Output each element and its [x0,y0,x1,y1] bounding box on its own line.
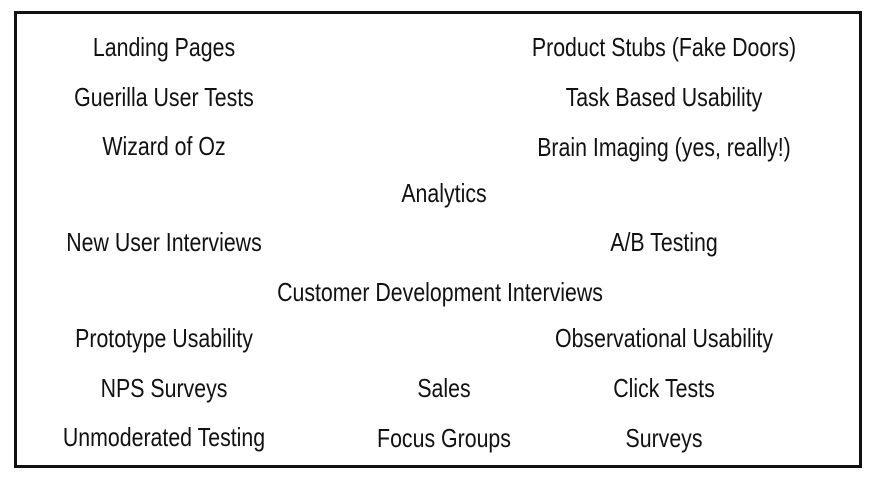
term-task-based-usability: Task Based Usability [565,82,763,112]
term-click-tests: Click Tests [613,373,715,403]
term-nps-surveys: NPS Surveys [100,373,228,403]
term-analytics: Analytics [401,178,487,208]
term-sales: Sales [417,373,471,403]
term-product-stubs: Product Stubs (Fake Doors) [531,32,797,62]
term-customer-development-interviews: Customer Development Interviews [277,277,603,307]
term-guerilla-user-tests: Guerilla User Tests [74,82,254,112]
term-observational-usability: Observational Usability [554,323,774,353]
term-ab-testing: A/B Testing [610,227,718,257]
term-prototype-usability: Prototype Usability [75,323,253,353]
term-brain-imaging: Brain Imaging (yes, really!) [537,132,791,162]
term-unmoderated-testing: Unmoderated Testing [62,422,266,452]
term-focus-groups: Focus Groups [377,423,511,453]
research-methods-panel [14,11,862,468]
term-new-user-interviews: New User Interviews [66,227,262,257]
term-surveys: Surveys [625,423,703,453]
term-wizard-of-oz: Wizard of Oz [102,131,226,161]
term-landing-pages: Landing Pages [92,32,236,62]
